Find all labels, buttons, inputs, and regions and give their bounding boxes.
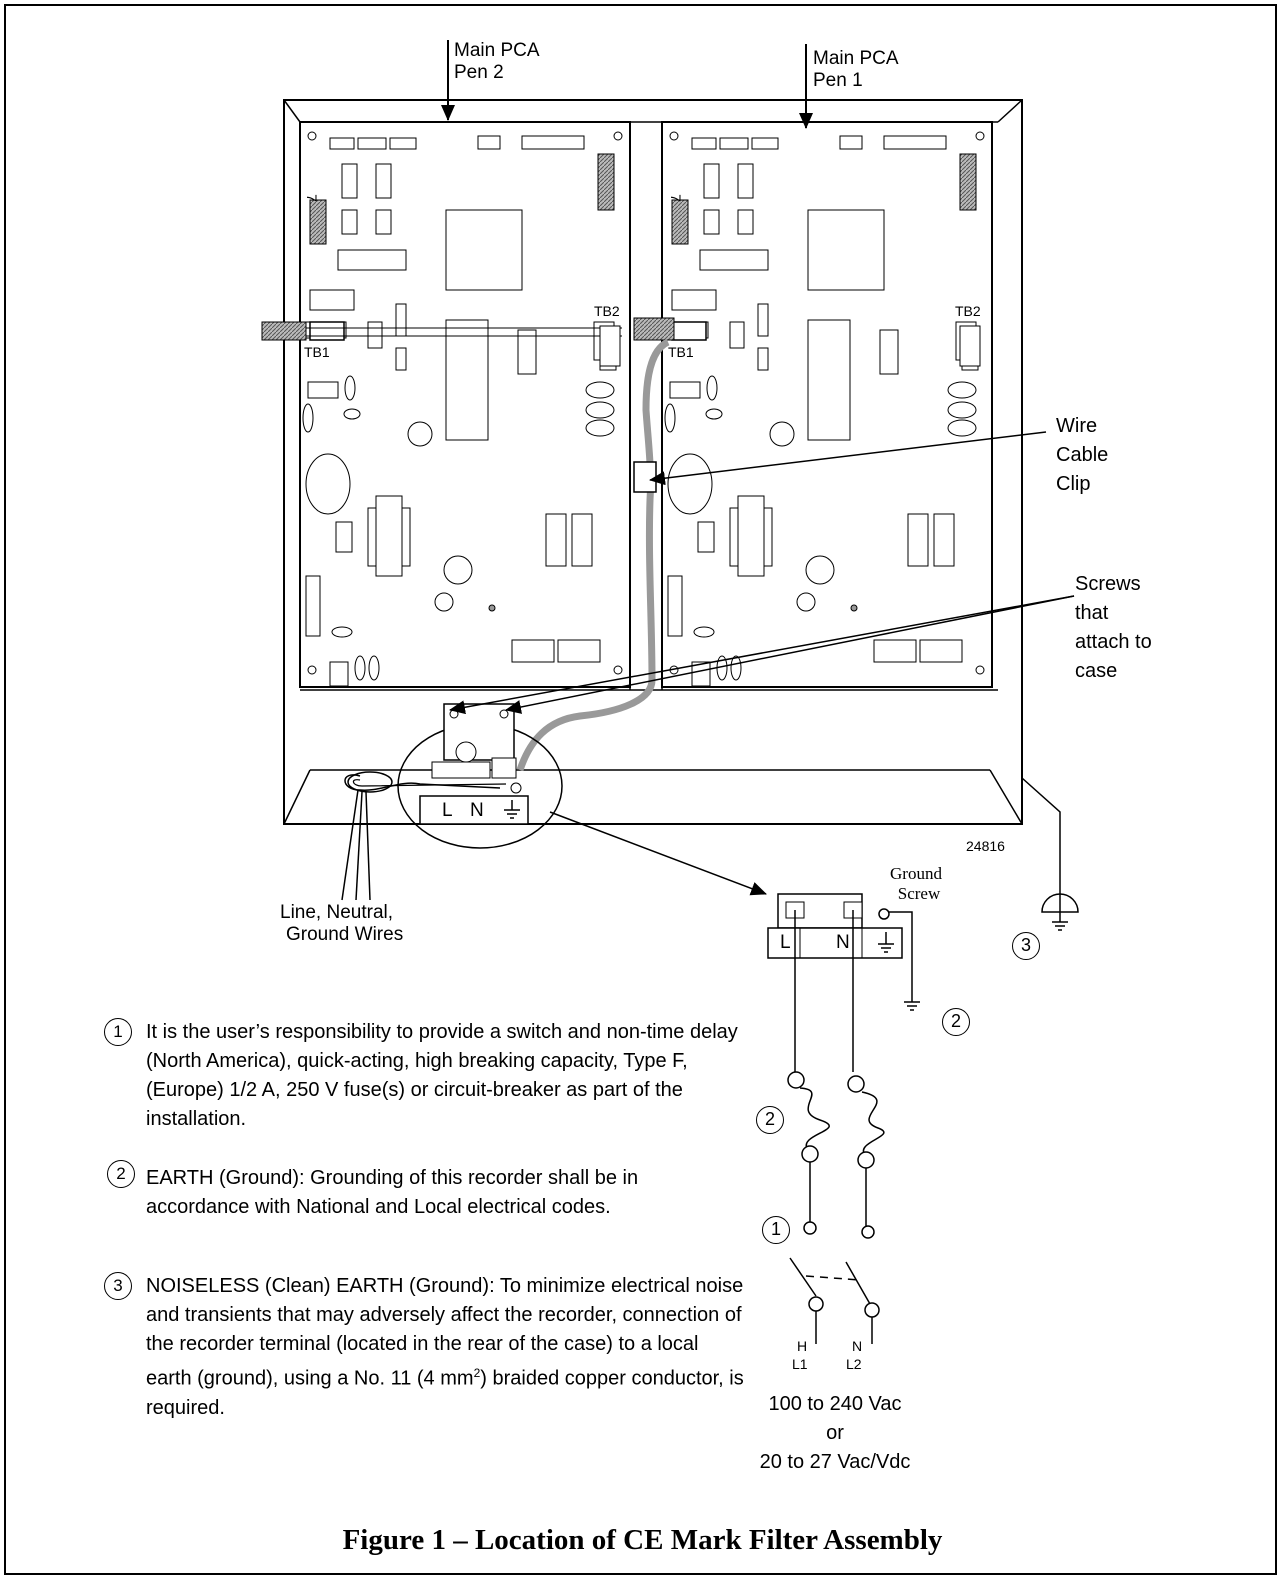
note-3: NOISELESS (Clean) EARTH (Ground): To min… [146,1275,744,1419]
tb2-label-pen2: TB2 [594,303,620,319]
callout-3-diagram: 3 [1012,932,1040,960]
ground-cable [516,338,670,772]
jumper-7-label-pen1: 7 [667,194,684,202]
tb1-label-pen2: TB1 [304,344,330,360]
detail-terminal-strip [767,927,903,959]
tb2-label-pen1: TB2 [955,303,981,319]
tb1-connector-pen1 [671,321,707,341]
note-1: It is the user’s responsibility to provi… [146,1021,738,1130]
detail-terminal-l: L [780,932,791,953]
l2-label: L2 [846,1356,862,1372]
ground-screw [878,908,890,920]
callout-2-fuse: 2 [756,1106,784,1134]
line-neutral-ground-label: Line, Neutral,Ground Wires [280,902,404,945]
l1-label: L1 [792,1356,808,1372]
note-3-number: 3 [104,1272,132,1300]
tb2-connector-pen2 [599,325,621,367]
supply-wiring [787,910,885,1344]
case-outline [283,99,1023,825]
callout-1-switch: 1 [762,1216,790,1244]
tb1-connector-pen2 [309,321,345,341]
tb1-label-pen1: TB1 [668,344,694,360]
note-2-number: 2 [107,1160,135,1188]
noiseless-ground-symbol [1041,893,1079,913]
n-label: N [852,1338,863,1354]
figure-id: 24816 [966,838,1005,854]
filter-terminal-l: L [442,800,453,821]
note-2: EARTH (Ground): Grounding of this record… [146,1167,639,1218]
detail-terminal-n: N [836,932,850,953]
main-pca-pen2-board [299,121,631,688]
filter-terminal-n: N [470,800,484,821]
h-label: H [797,1338,808,1354]
callout-2-ground: 2 [942,1008,970,1036]
figure-caption: Figure 1 – Location of CE Mark Filter As… [342,1524,943,1556]
tb2-connector-pen1 [959,325,981,367]
filter-mount-bracket [443,703,515,761]
note-1-number: 1 [104,1018,132,1046]
main-pca-pen1-board [661,121,993,688]
figure-frame [4,4,1277,1575]
jumper-7-label-pen2: 7 [303,194,320,202]
wire-cable-clip [633,461,657,493]
